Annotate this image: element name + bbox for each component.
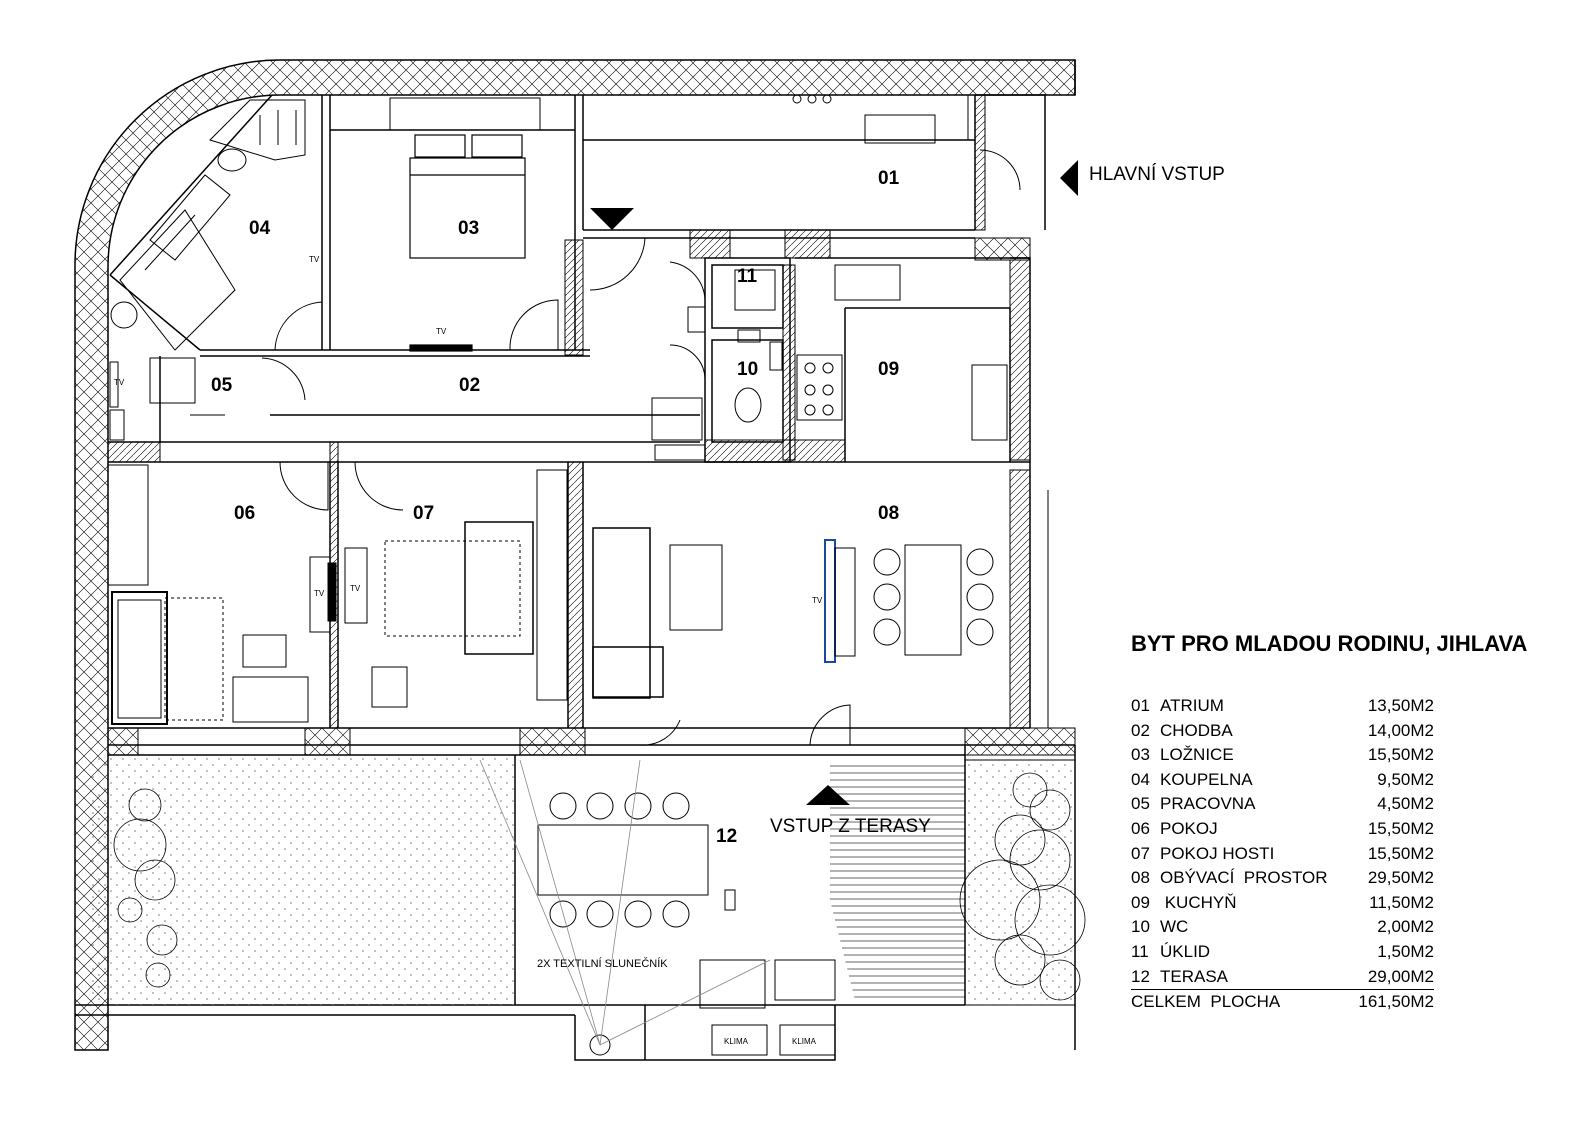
tv-label-07: TV [350, 584, 361, 593]
legend-row: 08 OBÝVACÍ PROSTOR 29,50M2 [1131, 866, 1434, 891]
legend-total-area: 161,50M2 [1358, 992, 1434, 1012]
legend-name: KUCHYŇ [1160, 892, 1237, 912]
legend-row: 11 ÚKLID 1,50M2 [1131, 940, 1434, 965]
legend-area: 29,00M2 [1367, 966, 1434, 986]
tv-label-04: TV [309, 255, 320, 264]
legend-title: BYT PRO MLADOU RODINU, JIHLAVA [1131, 631, 1528, 656]
legend-row: 06 POKOJ 15,50M2 [1131, 817, 1434, 842]
tv-label-06: TV [314, 589, 325, 598]
legend-name: OBÝVACÍ PROSTOR [1160, 868, 1328, 888]
room-num-07: 07 [413, 503, 434, 524]
room-num-12: 12 [716, 826, 737, 847]
living-08-furniture [592, 527, 994, 699]
legend-area: 13,50M2 [1367, 696, 1434, 715]
legend-row: 04 KOUPELNA 9,50M2 [1131, 768, 1434, 793]
legend-area: 1,50M2 [1377, 941, 1434, 961]
legend-code: 04 [1131, 769, 1150, 789]
room-06-furniture [107, 464, 337, 725]
door-swings [261, 149, 1049, 746]
legend-total-row: CELKEM PLOCHA 161,50M2 [1131, 990, 1434, 1015]
legend-code: 07 [1131, 843, 1150, 863]
legend-name: ATRIUM [1160, 696, 1224, 715]
legend-name: ÚKLID [1160, 941, 1211, 961]
legend-area: 9,50M2 [1377, 769, 1434, 789]
terrace-entrance-arrow [806, 785, 850, 805]
room-num-05: 05 [211, 375, 233, 396]
legend-name: KOUPELNA [1160, 769, 1253, 789]
room-num-01: 01 [878, 168, 900, 189]
legend-area: 2,00M2 [1377, 917, 1434, 937]
legend-row: 09 KUCHYŇ 11,50M2 [1131, 891, 1434, 916]
room-num-02: 02 [459, 375, 480, 396]
legend-name: LOŽNICE [1160, 745, 1234, 765]
legend-area: 4,50M2 [1377, 794, 1434, 814]
legend-code: 02 [1131, 720, 1150, 740]
legend-code: 06 [1131, 818, 1150, 838]
study-05 [109, 357, 225, 441]
tv-label-03: TV [436, 327, 447, 336]
room-num-04: 04 [249, 218, 271, 239]
legend-row: 01 ATRIUM 13,50M2 [1131, 694, 1434, 719]
legend-code: 01 [1131, 696, 1150, 715]
klima-label-2: KLIMA [792, 1037, 817, 1046]
terrace-plants [113, 772, 1086, 1001]
legend-area: 29,50M2 [1367, 868, 1434, 888]
terrace-furniture [479, 759, 836, 1056]
kitchen-counter-01 [389, 94, 969, 144]
legend-area: 15,50M2 [1367, 843, 1434, 863]
room-num-10: 10 [737, 359, 758, 380]
legend-code: 12 [1131, 966, 1150, 986]
tv-label-08: TV [812, 596, 823, 605]
area-legend: BYT PRO MLADOU RODINU, JIHLAVA 01 ATRIUM 1… [1131, 631, 1551, 1015]
legend-rows: 01 ATRIUM 13,50M2 02 CHODBA 14,00M2 03 LOŽNIC… [1131, 694, 1551, 1015]
legend-code: 08 [1131, 868, 1150, 888]
legend-row: 12 TERASA 29,00M2 [1131, 965, 1434, 991]
legend-area: 14,00M2 [1367, 720, 1434, 740]
tv-label-05: TV [114, 378, 125, 387]
legend-row: 03 LOŽNICE 15,50M2 [1131, 743, 1434, 768]
legend-name: WC [1160, 917, 1189, 937]
legend-area: 15,50M2 [1367, 818, 1434, 838]
bed-03 [409, 134, 526, 352]
outer-wall [74, 59, 1076, 1051]
room-num-11: 11 [737, 266, 758, 287]
legend-name: POKOJ [1160, 818, 1218, 838]
legend-code: 05 [1131, 794, 1150, 814]
room-num-06: 06 [234, 503, 255, 524]
terrace-entrance-label: VSTUP Z TERASY [770, 816, 931, 837]
legend-code: 11 [1131, 941, 1149, 961]
legend-name: TERASA [1160, 966, 1229, 986]
legend-code: 09 [1131, 892, 1150, 912]
legend-name: POKOJ HOSTI [1160, 843, 1275, 863]
wc-fixtures [687, 269, 783, 423]
klima-label-1: KLIMA [724, 1037, 749, 1046]
room-num-09: 09 [878, 359, 899, 380]
corridor-arrow [590, 208, 634, 230]
legend-code: 03 [1131, 745, 1150, 765]
legend-row: 02 CHODBA 14,00M2 [1131, 719, 1434, 744]
room-07-furniture [344, 469, 568, 708]
main-entrance-arrow [1060, 160, 1078, 196]
main-entrance-label: HLAVNÍ VSTUP [1089, 164, 1225, 185]
legend-row: 07 POKOJ HOSTI 15,50M2 [1131, 842, 1434, 867]
legend-code: 10 [1131, 917, 1150, 937]
legend-row: 10 WC 2,00M2 [1131, 915, 1434, 940]
legend-area: 15,50M2 [1367, 745, 1434, 765]
legend-name: PRACOVNA [1160, 794, 1256, 814]
legend-name: CHODBA [1160, 720, 1233, 740]
bathroom-04-fixtures [110, 99, 306, 351]
kitchen-09-fixtures [651, 264, 1008, 461]
umbrella-note: 2X TEXTILNÍ SLUNEČNÍK [537, 957, 668, 970]
room-num-03: 03 [458, 218, 479, 239]
hatched-walls [107, 94, 1076, 1006]
terrace-paving [90, 755, 515, 1005]
legend-row: 05 PRACOVNA 4,50M2 [1131, 792, 1434, 817]
legend-area: 11,50M2 [1369, 892, 1434, 912]
legend-total-label: CELKEM PLOCHA [1131, 992, 1281, 1012]
room-num-08: 08 [878, 503, 899, 524]
terrace-decking [830, 760, 965, 1000]
